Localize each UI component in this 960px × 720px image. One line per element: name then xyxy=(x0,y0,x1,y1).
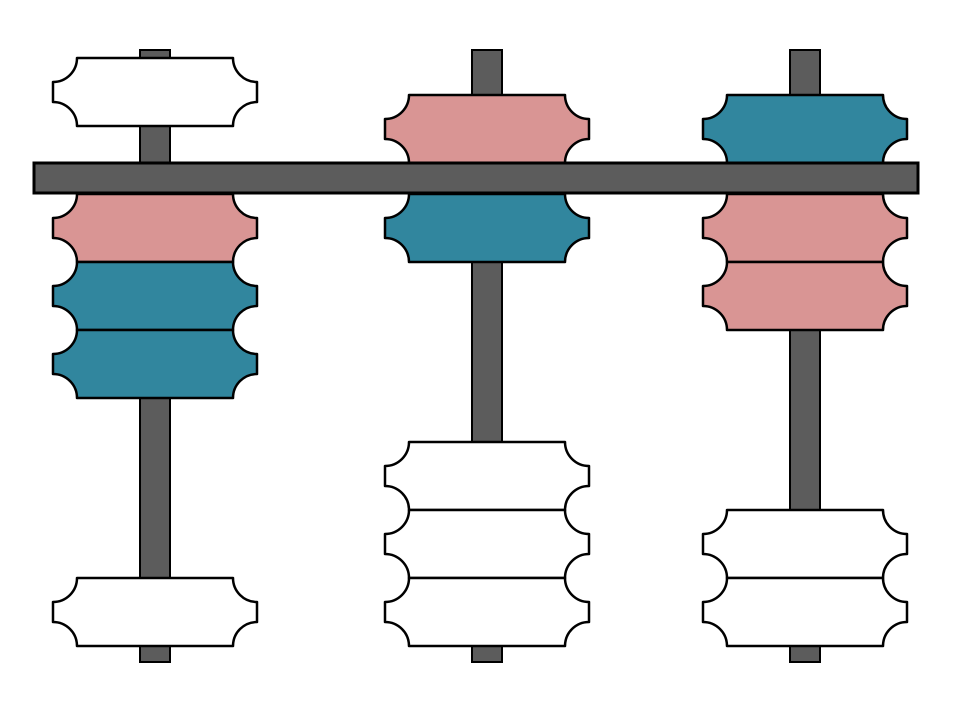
bead-middle-lower-3 xyxy=(383,508,591,580)
abacus-beam xyxy=(32,161,920,195)
bead-middle-upper-1 xyxy=(383,93,591,165)
bead-middle-lower-2 xyxy=(383,440,591,512)
bead-left-lower-4 xyxy=(51,576,259,648)
bead-right-lower-3 xyxy=(701,508,909,580)
bead-left-lower-2 xyxy=(51,260,259,332)
bead-left-upper-1 xyxy=(51,56,259,128)
beads-layer xyxy=(51,56,909,648)
bead-right-lower-2 xyxy=(701,260,909,332)
bead-right-upper-1 xyxy=(701,93,909,165)
bead-left-lower-1 xyxy=(51,192,259,264)
bead-right-lower-1 xyxy=(701,192,909,264)
bead-right-lower-4 xyxy=(701,576,909,648)
bead-middle-lower-1 xyxy=(383,192,591,264)
bead-left-lower-3 xyxy=(51,328,259,400)
bead-middle-lower-4 xyxy=(383,576,591,648)
